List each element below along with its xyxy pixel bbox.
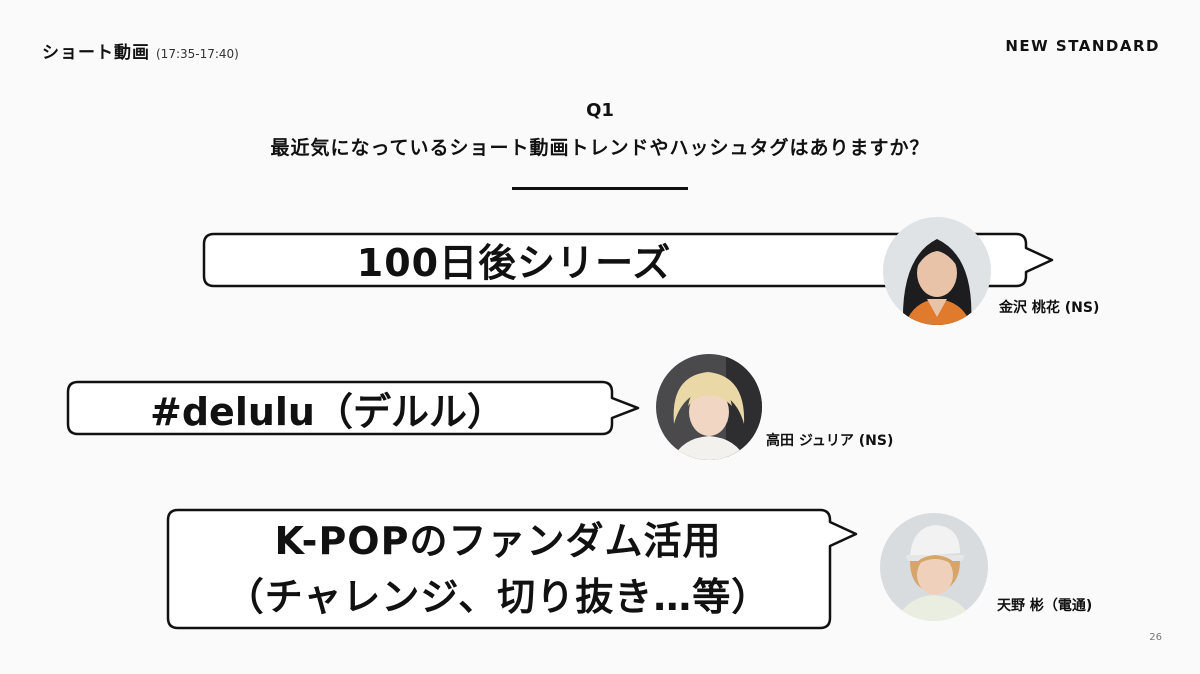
question-divider [512,187,688,190]
section-title: ショート動画 (17:35-17:40) [42,38,239,63]
speech-bubble-3 [166,508,858,630]
session-time: (17:35-17:40) [156,47,239,61]
speech-bubble-2 [66,380,640,436]
section-title-text: ショート動画 [42,43,150,63]
speech-bubble-1 [202,232,1054,288]
answer-3-line-2: （チャレンジ、切り抜き…等） [225,575,771,619]
question-text: 最近気になっているショート動画トレンドやハッシュタグはありますか？ [270,137,930,159]
answer-3-line-1: K-POPのファンダム活用 [274,519,722,563]
answer-2-text: #delulu（デルル） [150,389,505,434]
page-number: 26 [1149,632,1162,643]
answer-1-text: 100日後シリーズ [356,240,672,285]
avatar-speaker-1 [883,217,991,325]
speaker-3-name: 天野 彬（電通) [997,598,1093,614]
avatar-speaker-3 [880,513,988,621]
question-label: Q1 [586,100,614,121]
speaker-1-name: 金沢 桃花 (NS) [999,300,1100,316]
answer-3-text: K-POPのファンダム活用 （チャレンジ、切り抜き…等） [168,510,828,628]
avatar-speaker-2 [656,354,762,460]
speaker-2-name: 高田 ジュリア (NS) [766,433,894,449]
brand-logo: NEW STANDARD [1005,37,1160,55]
